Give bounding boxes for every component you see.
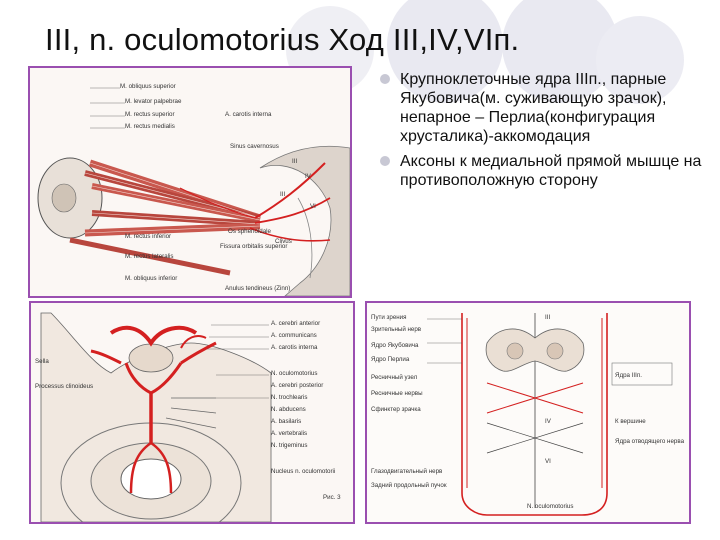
fig3-numeral: III xyxy=(545,314,550,321)
slide-title: III, n. oculomotorius Ход III,IV,VIп. xyxy=(45,22,519,58)
fig2-label: N. trigeminus xyxy=(271,442,307,449)
fig2-label: A. communicans xyxy=(271,332,317,339)
fig1-label: M. levator palpebrae xyxy=(125,98,182,105)
fig1-numeral: VI xyxy=(310,203,316,210)
fig1-label: A. carotis interna xyxy=(225,111,272,118)
fig2-label: N. trochlearis xyxy=(271,394,307,401)
fig3-label: Сфинктер зрачка xyxy=(371,406,421,413)
figure-orbit-muscles: M. obliquus superior M. levator palpebra… xyxy=(28,66,352,298)
fig1-numeral: IV xyxy=(305,173,312,180)
figure-oculomotor-pathway: Пути зрения Зрительный нерв Ядро Якубови… xyxy=(365,301,691,524)
fig3-label: N. oculomotorius xyxy=(527,503,573,510)
fig2-label: A. vertebralis xyxy=(271,430,307,437)
fig2-caption: Рис. 3 xyxy=(323,494,341,501)
fig3-label: Пути зрения xyxy=(371,314,407,321)
fig3-numeral: IV xyxy=(545,418,552,425)
bullet-text: Крупноклеточные ядра IIIп., парные Якубо… xyxy=(400,71,666,145)
fig2-label: Sella xyxy=(35,358,49,365)
fig1-label: M. rectus medialis xyxy=(125,123,175,130)
bullet-item: Аксоны к медиальной прямой мышце на прот… xyxy=(378,152,713,190)
bullet-text: Аксоны к медиальной прямой мышце на прот… xyxy=(400,153,701,189)
fig1-label: Anulus tendineus (Zinn) xyxy=(225,285,290,292)
fig3-label: Зрительный нерв xyxy=(371,326,422,333)
fig1-label: M. rectus lateralis xyxy=(125,253,173,260)
fig3-numeral: VI xyxy=(545,458,551,465)
fig1-numeral: III xyxy=(280,191,285,198)
fig2-label: A. cerebri anterior xyxy=(271,320,320,327)
fig1-label: M. rectus superior xyxy=(125,111,175,118)
fig2-label: N. oculomotorius xyxy=(271,370,317,377)
fig2-label: A. cerebri posterior xyxy=(271,382,323,389)
bullet-list: Крупноклеточные ядра IIIп., парные Якубо… xyxy=(378,70,713,196)
fig1-label: M. obliquus superior xyxy=(120,83,176,90)
fig3-label: Задний продольный пучок xyxy=(371,482,447,489)
figure-skull-base: A. cerebri anterior A. communicans A. ca… xyxy=(29,301,355,524)
fig1-label: M. rectus inferior xyxy=(125,233,171,240)
bullet-dot-icon xyxy=(380,74,390,84)
fig1-numeral: III xyxy=(292,158,297,165)
fig1-label: Clivus xyxy=(275,238,292,245)
fig2-label: A. basilaris xyxy=(271,418,301,425)
fig1-label: M. obliquus inferior xyxy=(125,275,177,282)
fig1-label: Os sphenoidale xyxy=(228,228,272,235)
fig3-label: Ядро Якубовича xyxy=(371,342,419,349)
fig3-label: Ядра отводящего нерва xyxy=(615,438,685,445)
fig2-label: A. carotis interna xyxy=(271,344,318,351)
fig3-label: Ресничные нервы xyxy=(371,390,423,397)
bullet-item: Крупноклеточные ядра IIIп., парные Якубо… xyxy=(378,70,713,146)
fig2-label: N. abducens xyxy=(271,406,306,413)
fig3-label: Ресничный узел xyxy=(371,374,418,381)
bullet-dot-icon xyxy=(380,156,390,166)
fig3-label: Ядра IIIп. xyxy=(615,372,642,379)
fig3-label: К вершине xyxy=(615,418,646,425)
fig2-label: Nucleus n. oculomotorii xyxy=(271,468,335,475)
fig1-label: Sinus cavernosus xyxy=(230,143,279,150)
fig3-label: Глазодвигательный нерв xyxy=(371,468,443,475)
fig2-label: Processus clinoideus xyxy=(35,383,93,390)
fig3-label: Ядро Перлиа xyxy=(371,356,410,363)
